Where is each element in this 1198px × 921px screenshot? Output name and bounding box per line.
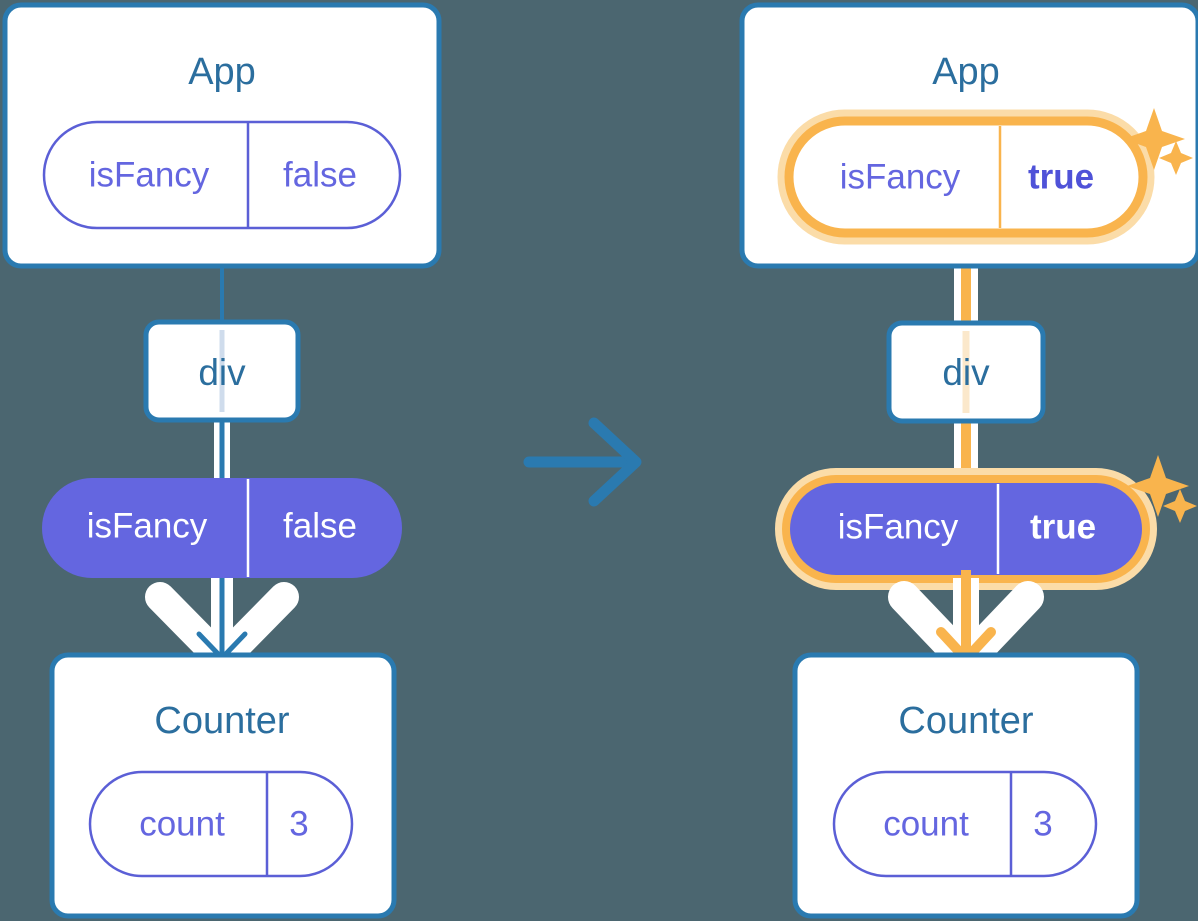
- prop-pill-key-before: isFancy: [87, 506, 208, 545]
- app-state-key-before: isFancy: [89, 155, 210, 194]
- counter-state-pill-after: [832, 770, 1098, 878]
- prop-pill-value-before: false: [283, 506, 357, 545]
- app-state-key-after: isFancy: [840, 157, 961, 196]
- prop-pill-before: [42, 478, 402, 578]
- sparkle-bottom-icon: [1127, 455, 1197, 523]
- counter-state-pill-before: [88, 770, 354, 878]
- sparkle-top-icon: [1123, 108, 1193, 175]
- app-state-pill-after-ring: [784, 116, 1148, 238]
- prop-pill-key-after: isFancy: [838, 507, 959, 546]
- div-label-before: div: [198, 352, 246, 393]
- counter-state-key-before: count: [139, 804, 225, 843]
- prop-pill-value-after: true: [1030, 507, 1096, 546]
- counter-state-key-after: count: [883, 804, 969, 843]
- counter-state-value-before: 3: [289, 804, 308, 843]
- div-label-after: div: [942, 352, 990, 393]
- app-title-after: App: [932, 51, 1000, 93]
- transition-arrow-icon: [523, 417, 642, 507]
- counter-state-value-after: 3: [1033, 804, 1052, 843]
- counter-title-before: Counter: [154, 700, 290, 742]
- app-title-before: App: [188, 51, 256, 93]
- app-state-value-before: false: [283, 155, 357, 194]
- app-state-pill-before: [42, 120, 402, 230]
- counter-title-after: Counter: [898, 700, 1034, 742]
- app-state-value-after: true: [1028, 157, 1094, 196]
